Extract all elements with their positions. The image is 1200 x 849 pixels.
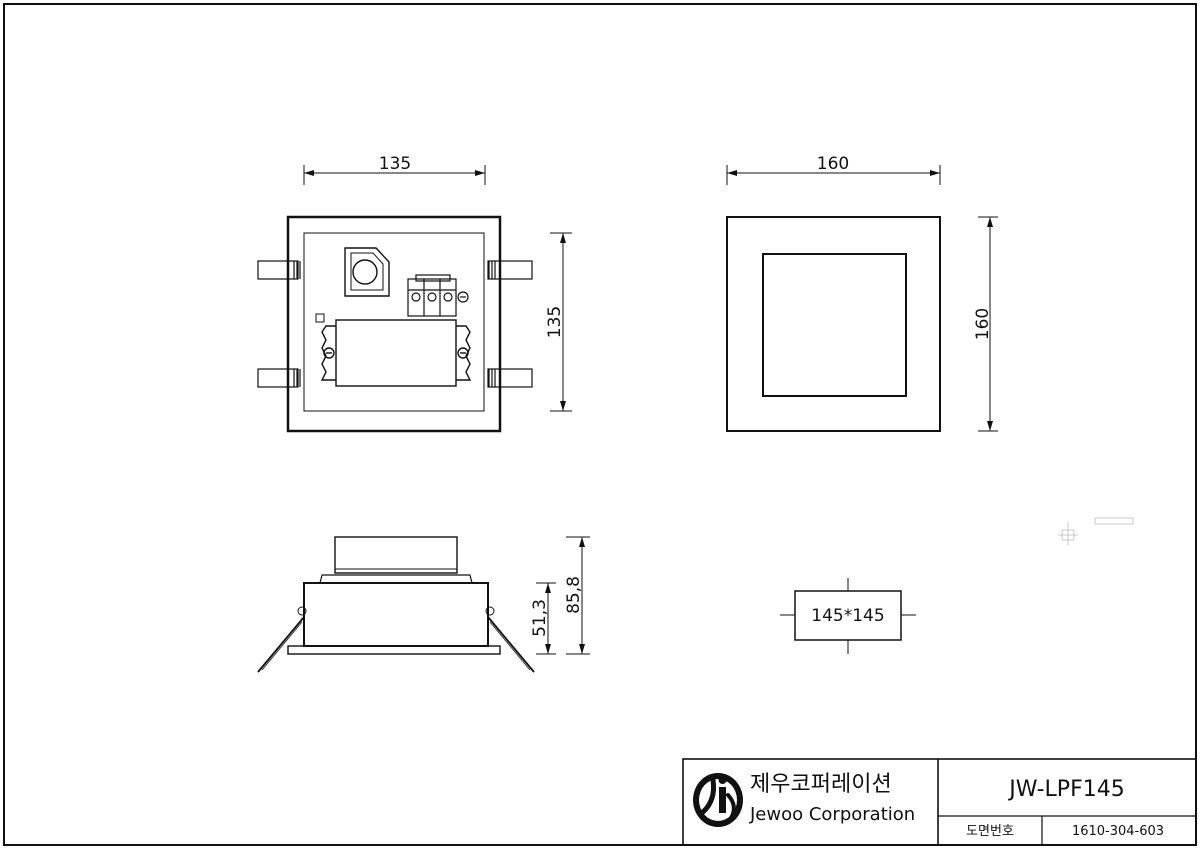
cable-clamp: [344, 247, 390, 297]
face-outer-trim: [726, 216, 941, 432]
model-number: JW-LPF145: [1007, 777, 1124, 802]
led-driver: [320, 319, 472, 387]
indicator-square: [315, 313, 325, 323]
dim-face-width: [726, 165, 941, 185]
dim-side-lower-label: 51,3: [530, 599, 550, 637]
dim-side-total-label: 85,8: [564, 576, 584, 614]
back-view: [257, 215, 533, 433]
terminal-block: [407, 274, 469, 317]
company-name-english: Jewoo Corporation: [749, 804, 915, 825]
side-bezel: [287, 645, 501, 655]
drawing-border: [3, 3, 1197, 846]
dim-face-width-label: 160: [817, 154, 849, 174]
dim-side-total: [566, 536, 590, 655]
title-block: [682, 758, 1197, 846]
dim-side-lower: [536, 582, 556, 655]
mounting-clip: [487, 260, 533, 280]
face-view: [726, 216, 941, 432]
dim-back-height-label: 135: [545, 306, 565, 338]
company-logo: [693, 773, 743, 827]
spring-clip-left: [257, 616, 305, 673]
cutout-size-label: 145*145: [811, 606, 884, 626]
back-view-inner-frame: [303, 232, 485, 412]
dim-back-height: [550, 232, 572, 412]
mounting-clip: [257, 368, 301, 388]
spring-clip-right: [487, 616, 535, 673]
dim-back-width-label: 135: [379, 154, 411, 174]
drawing-number: 1610-304-603: [1072, 824, 1164, 839]
face-light-panel: [762, 253, 907, 397]
company-name-korean: 제우코퍼레이션: [750, 772, 892, 797]
side-view: [257, 536, 535, 673]
mounting-clip: [257, 260, 301, 280]
back-view-outer-frame: [286, 215, 502, 433]
cable-hole: [352, 259, 378, 285]
cutout-symbol: [780, 578, 916, 654]
side-driver-box: [334, 536, 458, 574]
side-housing: [303, 582, 489, 647]
stray-marker: [1058, 517, 1134, 545]
mounting-clip: [487, 368, 533, 388]
dim-face-height: [978, 216, 998, 432]
dim-face-height-label: 160: [973, 308, 993, 340]
dim-back-width: [303, 165, 486, 185]
drawing-number-label: 도면번호: [966, 824, 1014, 839]
